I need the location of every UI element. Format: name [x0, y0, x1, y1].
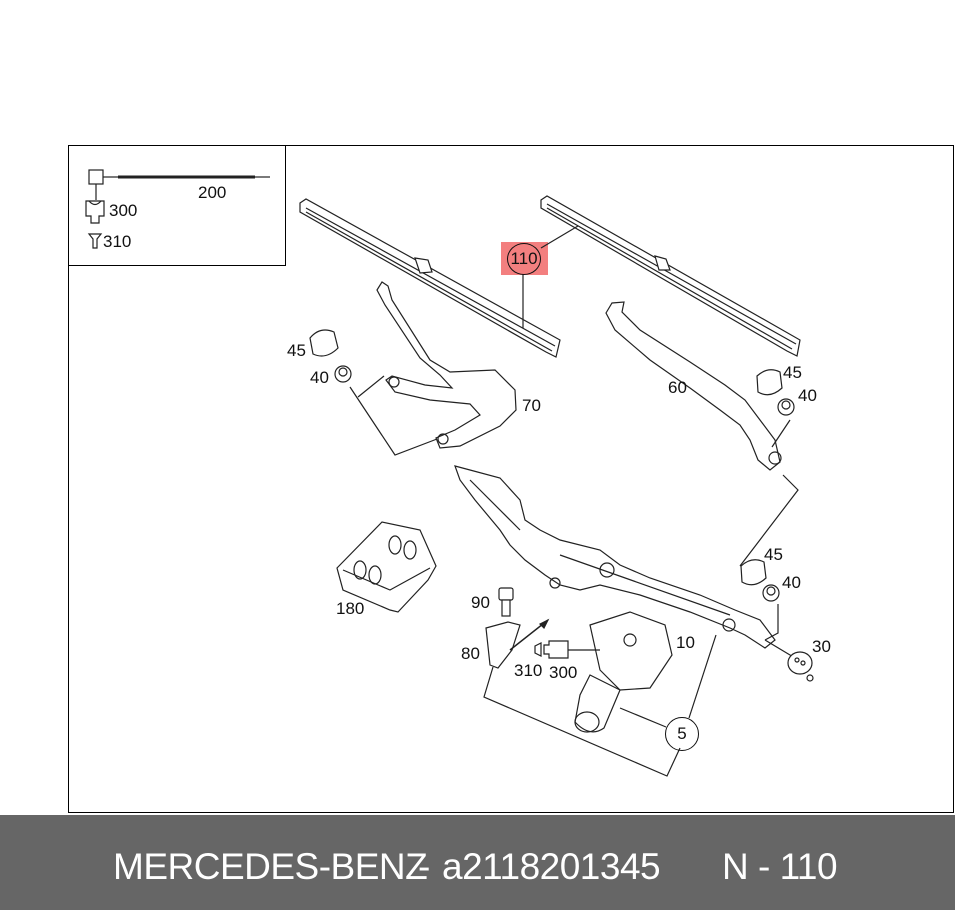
plug-310-icon: [534, 642, 542, 657]
callout-110-label: 110: [510, 249, 538, 268]
callout-45-linkage[interactable]: 45: [764, 545, 783, 564]
callout-60[interactable]: 60: [668, 378, 687, 397]
callout-40-left[interactable]: 40: [310, 368, 329, 387]
callout-310[interactable]: 310: [514, 661, 543, 680]
legend-label-200: 200: [198, 183, 227, 202]
cap-45-left-icon: [309, 329, 339, 357]
mount-80-icon: [485, 621, 521, 669]
callout-40-right[interactable]: 40: [798, 386, 817, 405]
callout-300[interactable]: 300: [549, 663, 578, 682]
legend-plug-icon: [87, 233, 103, 249]
callout-45-left[interactable]: 45: [287, 341, 306, 360]
left-wiper-blade-icon: [299, 198, 561, 358]
bracket-module-180-icon: [336, 521, 437, 613]
grommet-30-icon: [787, 651, 814, 682]
footer-bar: [0, 815, 955, 910]
right-wiper-blade-icon: [540, 195, 801, 357]
right-wiper-arm-icon: [605, 301, 782, 471]
legend-cable-icon: [88, 169, 270, 200]
callout-10[interactable]: 10: [676, 633, 695, 652]
callout-180[interactable]: 180: [336, 599, 365, 618]
callout-45-right[interactable]: 45: [783, 363, 802, 382]
wiper-motor-10-icon: [574, 611, 673, 733]
legend-connector-icon: [85, 200, 105, 224]
callout-5[interactable]: 5: [665, 717, 699, 751]
nut-40-left-icon: [334, 365, 352, 383]
legend-label-300: 300: [109, 201, 138, 220]
callout-30[interactable]: 30: [812, 637, 831, 656]
left-wiper-arm-icon: [376, 281, 517, 449]
wiper-linkage-icon: [454, 465, 776, 649]
callout-80[interactable]: 80: [461, 644, 480, 663]
nut-40-linkage-icon: [762, 584, 780, 602]
footer-brand: MERCEDES-BENZ: [113, 846, 428, 887]
callout-40-linkage[interactable]: 40: [782, 573, 801, 592]
connector-300-icon: [543, 640, 569, 659]
cap-45-linkage-icon: [740, 559, 767, 586]
nut-40-right-icon: [777, 398, 795, 416]
cap-45-right-icon: [756, 369, 783, 396]
bolt-90-icon: [498, 587, 514, 617]
callout-70[interactable]: 70: [522, 396, 541, 415]
callout-5-label: 5: [677, 724, 687, 743]
footer-separator: -: [418, 846, 430, 887]
legend-label-310: 310: [103, 232, 132, 251]
footer-ref: N - 110: [722, 846, 838, 887]
callout-110[interactable]: 110: [507, 243, 541, 275]
footer-part-number: a2118201345: [442, 846, 661, 887]
callout-90[interactable]: 90: [471, 593, 490, 612]
